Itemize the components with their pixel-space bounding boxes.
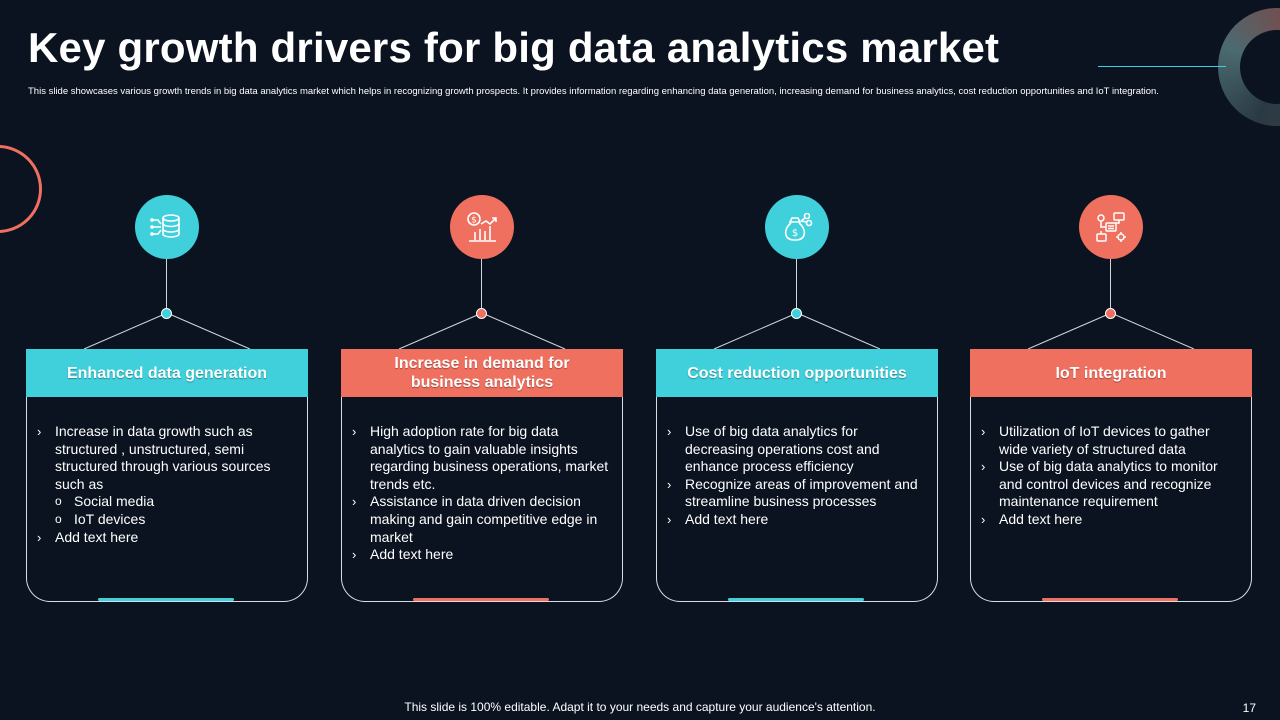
bullet-item: ›Add text here — [981, 510, 1083, 527]
bullet-item: ›Add text here — [667, 510, 769, 527]
bullet-item: ›Utilization of IoT devices to gather wi… — [981, 423, 1210, 457]
bullet-item: ›Add text here — [352, 546, 454, 563]
growth-chart-icon: $ — [450, 195, 514, 259]
connector-lines — [398, 312, 566, 350]
card-body: ›High adoption rate for big data analyti… — [341, 397, 623, 602]
card-header-label: Cost reduction opportunities — [687, 364, 907, 382]
bullet-item: ›Use of big data analytics to monitor an… — [981, 458, 1218, 510]
connector-stem — [796, 259, 797, 309]
deco-ring-right — [1218, 8, 1280, 126]
bullet-item: ›Recognize areas of improvement and stre… — [667, 475, 918, 510]
connector-lines — [83, 312, 251, 350]
page-number: 17 — [1242, 701, 1256, 715]
connector-stem — [1110, 259, 1111, 309]
slide-footer: This slide is 100% editable. Adapt it to… — [404, 700, 876, 714]
connector-node — [791, 308, 802, 319]
connector-lines — [1027, 312, 1195, 350]
bullet-item: ›Assistance in data driven decision maki… — [352, 493, 598, 545]
card-accent-line — [1042, 598, 1178, 601]
bullet-item: ›High adoption rate for big data analyti… — [352, 423, 609, 492]
connector-node — [476, 308, 487, 319]
card-header: Increase in demand for business analytic… — [341, 349, 623, 397]
connector-stem — [481, 259, 482, 309]
connector-node — [1105, 308, 1116, 319]
card-body: ›Utilization of IoT devices to gather wi… — [970, 397, 1252, 602]
card-accent-line — [413, 598, 549, 601]
svg-text:$: $ — [792, 228, 798, 239]
slide-title: Key growth drivers for big data analytic… — [28, 24, 1000, 71]
card-enhanced-data-generation: Enhanced data generation ›Increase in da… — [26, 195, 308, 605]
card-iot-integration: IoT integration ›Utilization of IoT devi… — [970, 195, 1252, 605]
database-icon — [135, 195, 199, 259]
title-accent-line — [1098, 66, 1226, 67]
money-bag-scissors-icon: $ — [765, 195, 829, 259]
slide-subtitle: This slide showcases various growth tren… — [28, 86, 1159, 97]
bullet-item: ›Use of big data analytics for decreasin… — [667, 423, 880, 475]
card-body: ›Use of big data analytics for decreasin… — [656, 397, 938, 602]
card-business-analytics-demand: $ Increase in demand for business analyt… — [341, 195, 623, 605]
card-header-label: IoT integration — [1055, 364, 1167, 382]
iot-devices-icon — [1079, 195, 1143, 259]
connector-stem — [166, 259, 167, 309]
card-accent-line — [728, 598, 864, 601]
bullet-item: ›Add text here — [37, 528, 139, 545]
connector-lines — [713, 312, 881, 350]
svg-text:$: $ — [471, 216, 477, 226]
card-cost-reduction: $ Cost reduction opportunities ›Use of b… — [656, 195, 938, 605]
card-header-label: Increase in demand for business analytic… — [394, 355, 570, 391]
card-header: Cost reduction opportunities — [656, 349, 938, 397]
connector-node — [161, 308, 172, 319]
bullet-item: ›Increase in data growth such as structu… — [37, 423, 295, 529]
card-header: IoT integration — [970, 349, 1252, 397]
card-accent-line — [98, 598, 234, 601]
card-body: ›Increase in data growth such as structu… — [26, 397, 308, 602]
card-header-label: Enhanced data generation — [66, 364, 268, 382]
card-header: Enhanced data generation — [26, 349, 308, 397]
